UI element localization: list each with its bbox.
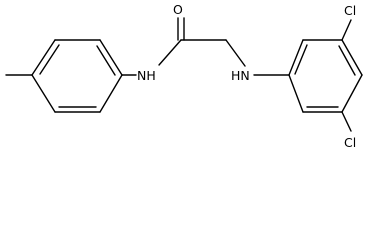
amide-nh-label: NH <box>137 68 156 83</box>
n-carbonyl-bond <box>158 39 182 66</box>
dichlorophenyl-ring <box>288 39 363 113</box>
tolyl-ring-bond <box>31 74 56 113</box>
chlorine-top-bond <box>341 19 352 41</box>
dichlorophenyl-ring-bond <box>341 74 363 113</box>
dichlorophenyl-ring-bond <box>341 39 363 76</box>
dichlorophenyl-ring-bond <box>288 39 304 76</box>
chlorine-top-label: Cl <box>344 3 356 18</box>
dichlorophenyl-double-bond <box>338 45 356 76</box>
dichlorophenyl-double-bond <box>294 44 308 75</box>
amine-hn-label: HN <box>231 68 250 83</box>
tolyl-ring-bond <box>99 39 123 76</box>
tolyl-double-bond <box>96 45 116 76</box>
chlorine-bottom-label: Cl <box>344 135 356 150</box>
oxygen-label: O <box>173 2 183 17</box>
dichlorophenyl-ring-bond <box>288 74 304 113</box>
tolyl-ring-bond <box>31 39 56 76</box>
tolyl-ring-bond <box>99 74 123 113</box>
molecule-diagram: NH O HN Cl Cl <box>5 2 363 150</box>
ch2-amine-bond <box>225 39 246 67</box>
tolyl-double-bond <box>39 44 60 75</box>
tolyl-ring <box>31 39 123 113</box>
structure-canvas: NH O HN Cl Cl <box>5 2 363 150</box>
chlorine-bottom-bond <box>341 111 352 132</box>
